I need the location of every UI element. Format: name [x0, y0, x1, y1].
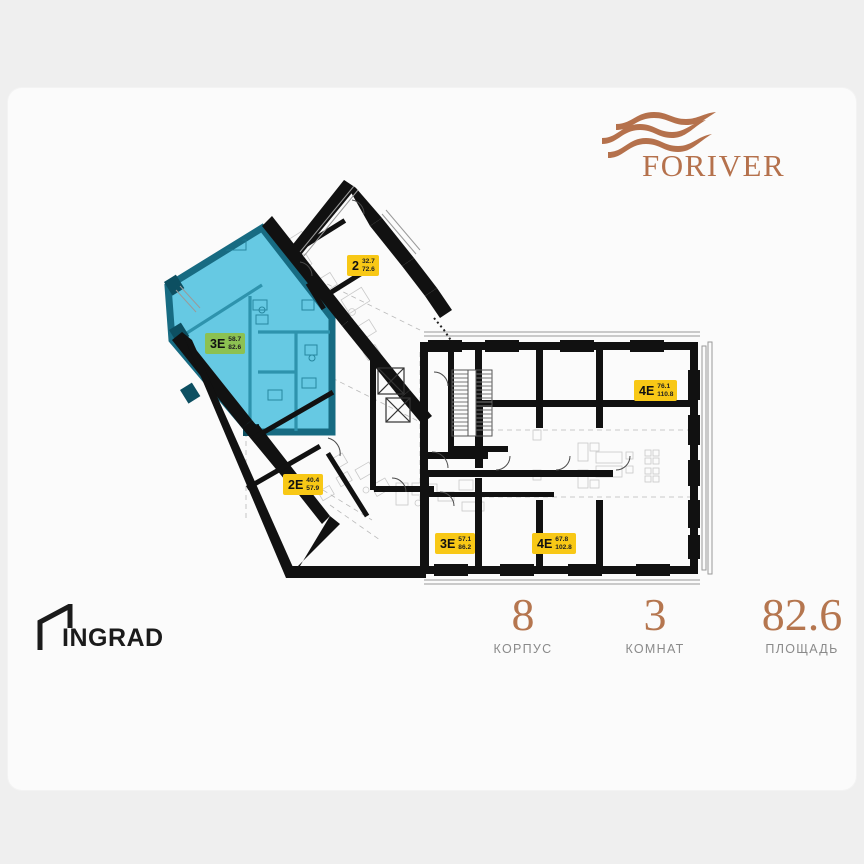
stat-value: 82.6	[761, 589, 843, 640]
unit-total-area: 86.2	[458, 543, 472, 551]
house-outline-icon	[37, 604, 73, 650]
unit-type: 4E	[639, 383, 655, 398]
plan-card	[8, 88, 856, 790]
unit-living-area: 57.1	[458, 535, 472, 543]
unit-type: 3E	[440, 536, 456, 551]
unit-living-area: 32.7	[361, 257, 375, 265]
stat-area: 82.6 ПЛОЩАДЬ	[722, 589, 864, 657]
unit-living-area: 67.8	[555, 535, 569, 543]
unit-badge[interactable]: 2E 40.4 57.9	[283, 474, 324, 495]
stat-rooms: 3 КОМНАТ	[600, 589, 710, 657]
stat-korpus: 8 КОРПУС	[468, 589, 578, 657]
stat-label: КОМНАТ	[625, 642, 685, 656]
window-glazing	[175, 185, 713, 585]
unit-type: 3E	[210, 336, 226, 351]
unit-type: 2	[352, 258, 359, 273]
unit-living-area: 40.4	[306, 476, 320, 484]
stat-label: КОРПУС	[493, 642, 553, 656]
stat-label: ПЛОЩАДЬ	[765, 642, 839, 656]
ingrad-wordmark: INGRAD	[62, 624, 164, 652]
unit-total-area: 72.6	[361, 265, 375, 273]
unit-total-area: 110.8	[657, 390, 674, 398]
unit-total-area: 57.9	[306, 484, 320, 492]
foriver-wordmark: FORIVER	[642, 148, 786, 183]
foriver-logo: FORIVER	[596, 112, 826, 183]
staircase	[451, 369, 493, 437]
elevator-shafts	[377, 367, 411, 423]
unit-badge[interactable]: 4E 76.1 110.8	[634, 380, 678, 401]
unit-total-area: 82.6	[228, 343, 242, 351]
unit-type: 4E	[537, 536, 553, 551]
wave-icon	[602, 112, 716, 158]
entrance-path	[433, 317, 453, 343]
unit-badge[interactable]: 3E 57.1 86.2	[435, 533, 476, 554]
summary-stats: 8 КОРПУС 3 КОМНАТ 82.6 ПЛОЩАДЬ	[440, 589, 843, 666]
unit-living-area: 76.1	[657, 382, 671, 390]
ingrad-logo: INGRAD	[34, 604, 184, 660]
unit-badge-selected[interactable]: 3E 58.7 82.6	[205, 333, 246, 354]
structural-walls	[172, 180, 700, 578]
unit-type: 2E	[288, 477, 304, 492]
door-swings	[299, 199, 631, 507]
stat-value: 8	[511, 589, 535, 640]
unit-living-area: 58.7	[228, 335, 242, 343]
stat-value: 3	[643, 589, 667, 640]
unit-badge[interactable]: 4E 67.8 102.8	[532, 533, 576, 554]
unit-badge[interactable]: 2 32.7 72.6	[347, 255, 379, 276]
unit-total-area: 102.8	[555, 543, 572, 551]
